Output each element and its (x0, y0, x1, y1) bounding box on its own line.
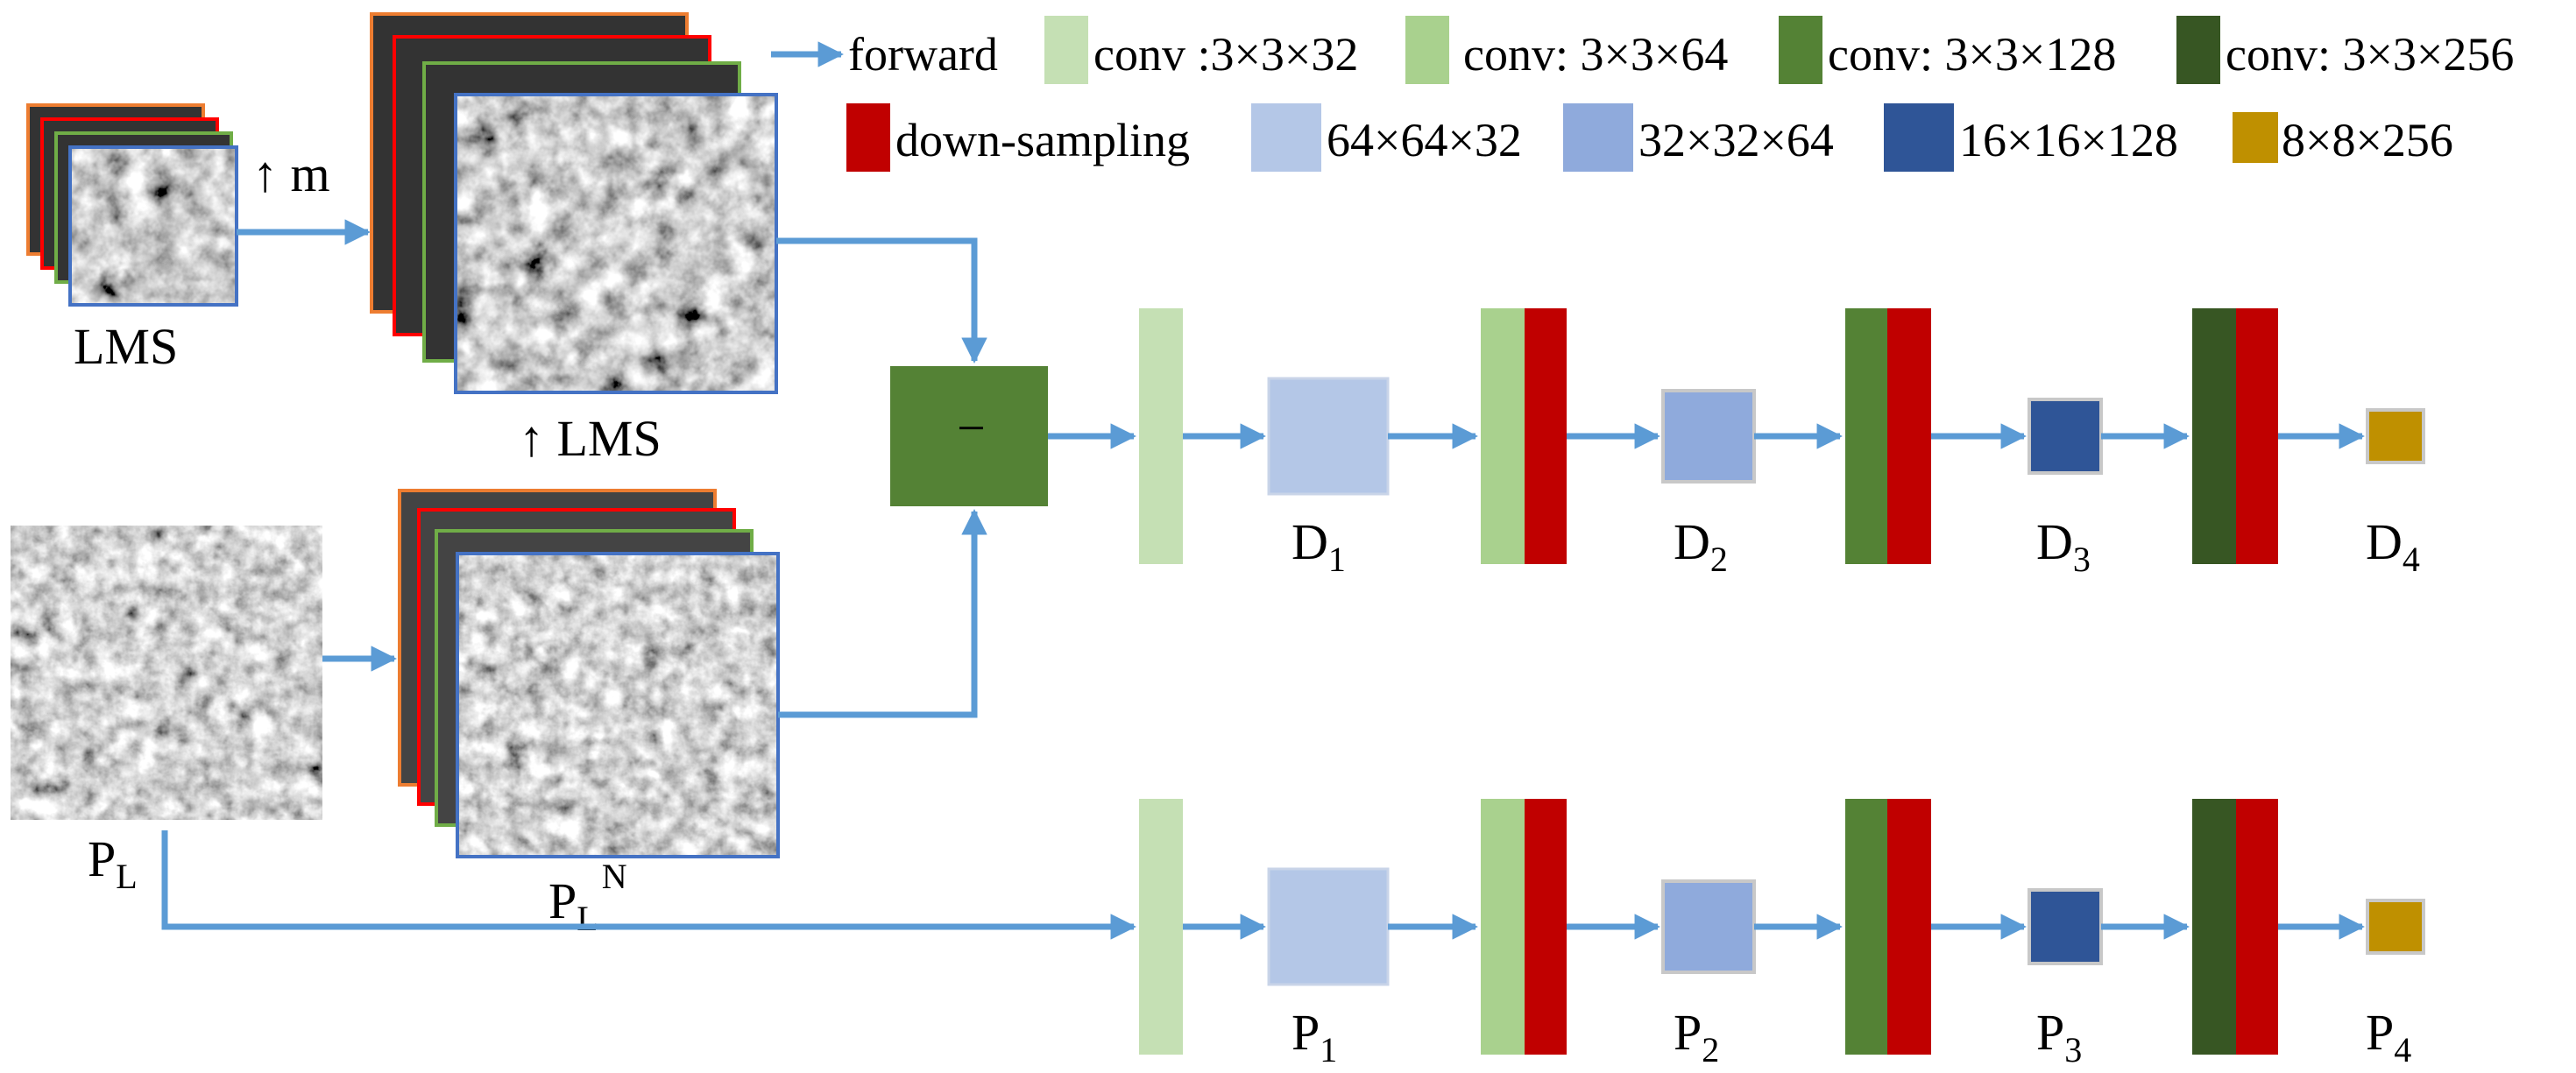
p-label-4: P4 (2366, 1004, 2411, 1069)
pln-to-minus-arrow (778, 509, 987, 718)
p-label-1: P1 (1292, 1004, 1337, 1069)
legend-s32-label: 32×32×64 (1638, 114, 1834, 166)
p-feature-2 (1661, 879, 1756, 974)
pan-to-p-path-arrow (161, 830, 1136, 940)
d-label-4: D4 (2366, 513, 2420, 579)
s16-swatch (1884, 103, 1954, 172)
s8-swatch (2233, 112, 2278, 163)
d-conv128-block (1845, 308, 1887, 564)
p-conv256-block (2192, 799, 2236, 1055)
legend-s64: 64×64×32 (1251, 103, 1522, 172)
legend-s16: 16×16×128 (1884, 103, 2178, 172)
lms-label: LMS (74, 318, 178, 375)
legend-conv128-label: conv: 3×3×128 (1828, 28, 2116, 81)
p-feature-1 (1267, 867, 1390, 986)
d-feature-3 (2028, 398, 2103, 475)
pl-label: PL (88, 830, 138, 896)
d-down-block-2 (1887, 308, 1931, 564)
legend-down: down-sampling (846, 103, 1190, 172)
conv32-swatch (1044, 16, 1088, 84)
d-down-block-1 (1525, 308, 1567, 564)
d-label-1: D1 (1292, 513, 1346, 579)
d-feature-1 (1267, 377, 1390, 496)
p-conv128-block (1845, 799, 1887, 1055)
legend-forward-label: forward (848, 28, 998, 81)
upsample-m-label: ↑ m (252, 145, 330, 202)
legend-down-label: down-sampling (895, 114, 1190, 166)
legend-conv256-label: conv: 3×3×256 (2226, 28, 2514, 81)
conv64-swatch (1405, 16, 1449, 84)
legend-s8: 8×8×256 (2233, 112, 2453, 166)
d-conv32-block (1139, 308, 1183, 564)
lms-image-stack (26, 103, 238, 307)
conv128-swatch (1779, 16, 1822, 84)
legend-s8-label: 8×8×256 (2282, 114, 2453, 166)
p-feature-3 (2028, 888, 2103, 965)
legend-conv64-label: conv: 3×3×64 (1463, 28, 1728, 81)
legend: forward conv :3×3×32 conv: 3×3×64 conv: … (771, 16, 2514, 172)
legend-s64-label: 64×64×32 (1327, 114, 1522, 166)
down-swatch (846, 103, 890, 172)
s64-swatch (1251, 103, 1321, 172)
minus-sign: − (957, 399, 986, 456)
p-conv64-block (1481, 799, 1525, 1055)
legend-conv64: conv: 3×3×64 (1405, 16, 1728, 84)
up-lms-label: ↑ LMS (519, 410, 662, 467)
p-feature-4 (2366, 899, 2425, 955)
pln-label: PLN (548, 857, 627, 938)
p-conv32-block (1139, 799, 1183, 1055)
legend-s16-label: 16×16×128 (1959, 114, 2178, 166)
p-label-2: P2 (1674, 1004, 1719, 1069)
uplms-to-minus-arrow (776, 237, 987, 364)
legend-conv32-label: conv :3×3×32 (1093, 28, 1358, 81)
legend-conv128: conv: 3×3×128 (1779, 16, 2116, 84)
legend-conv32: conv :3×3×32 (1044, 16, 1358, 84)
legend-conv256: conv: 3×3×256 (2176, 16, 2514, 84)
up-lms-image-stack (370, 12, 778, 394)
satellite-image-pan (11, 526, 322, 820)
satellite-image-lms (68, 145, 238, 307)
p-down-block-2 (1887, 799, 1931, 1055)
conv256-swatch (2176, 16, 2220, 84)
d-feature-2 (1661, 389, 1756, 484)
legend-forward: forward (771, 28, 998, 81)
d-label-2: D2 (1674, 513, 1728, 579)
p-down-block-1 (1525, 799, 1567, 1055)
subtract-block (890, 366, 1048, 506)
p-label-3: P3 (2036, 1004, 2082, 1069)
pln-image-stack (398, 489, 780, 858)
p-down-block-3 (2236, 799, 2278, 1055)
legend-s32: 32×32×64 (1563, 103, 1834, 172)
d-down-block-3 (2236, 308, 2278, 564)
satellite-image-up-lms (454, 93, 778, 394)
d-conv64-block (1481, 308, 1525, 564)
d-conv256-block (2192, 308, 2236, 564)
d-label-3: D3 (2036, 513, 2091, 579)
d-feature-4 (2366, 408, 2425, 464)
s32-swatch (1563, 103, 1633, 172)
satellite-image-pln (456, 552, 780, 858)
